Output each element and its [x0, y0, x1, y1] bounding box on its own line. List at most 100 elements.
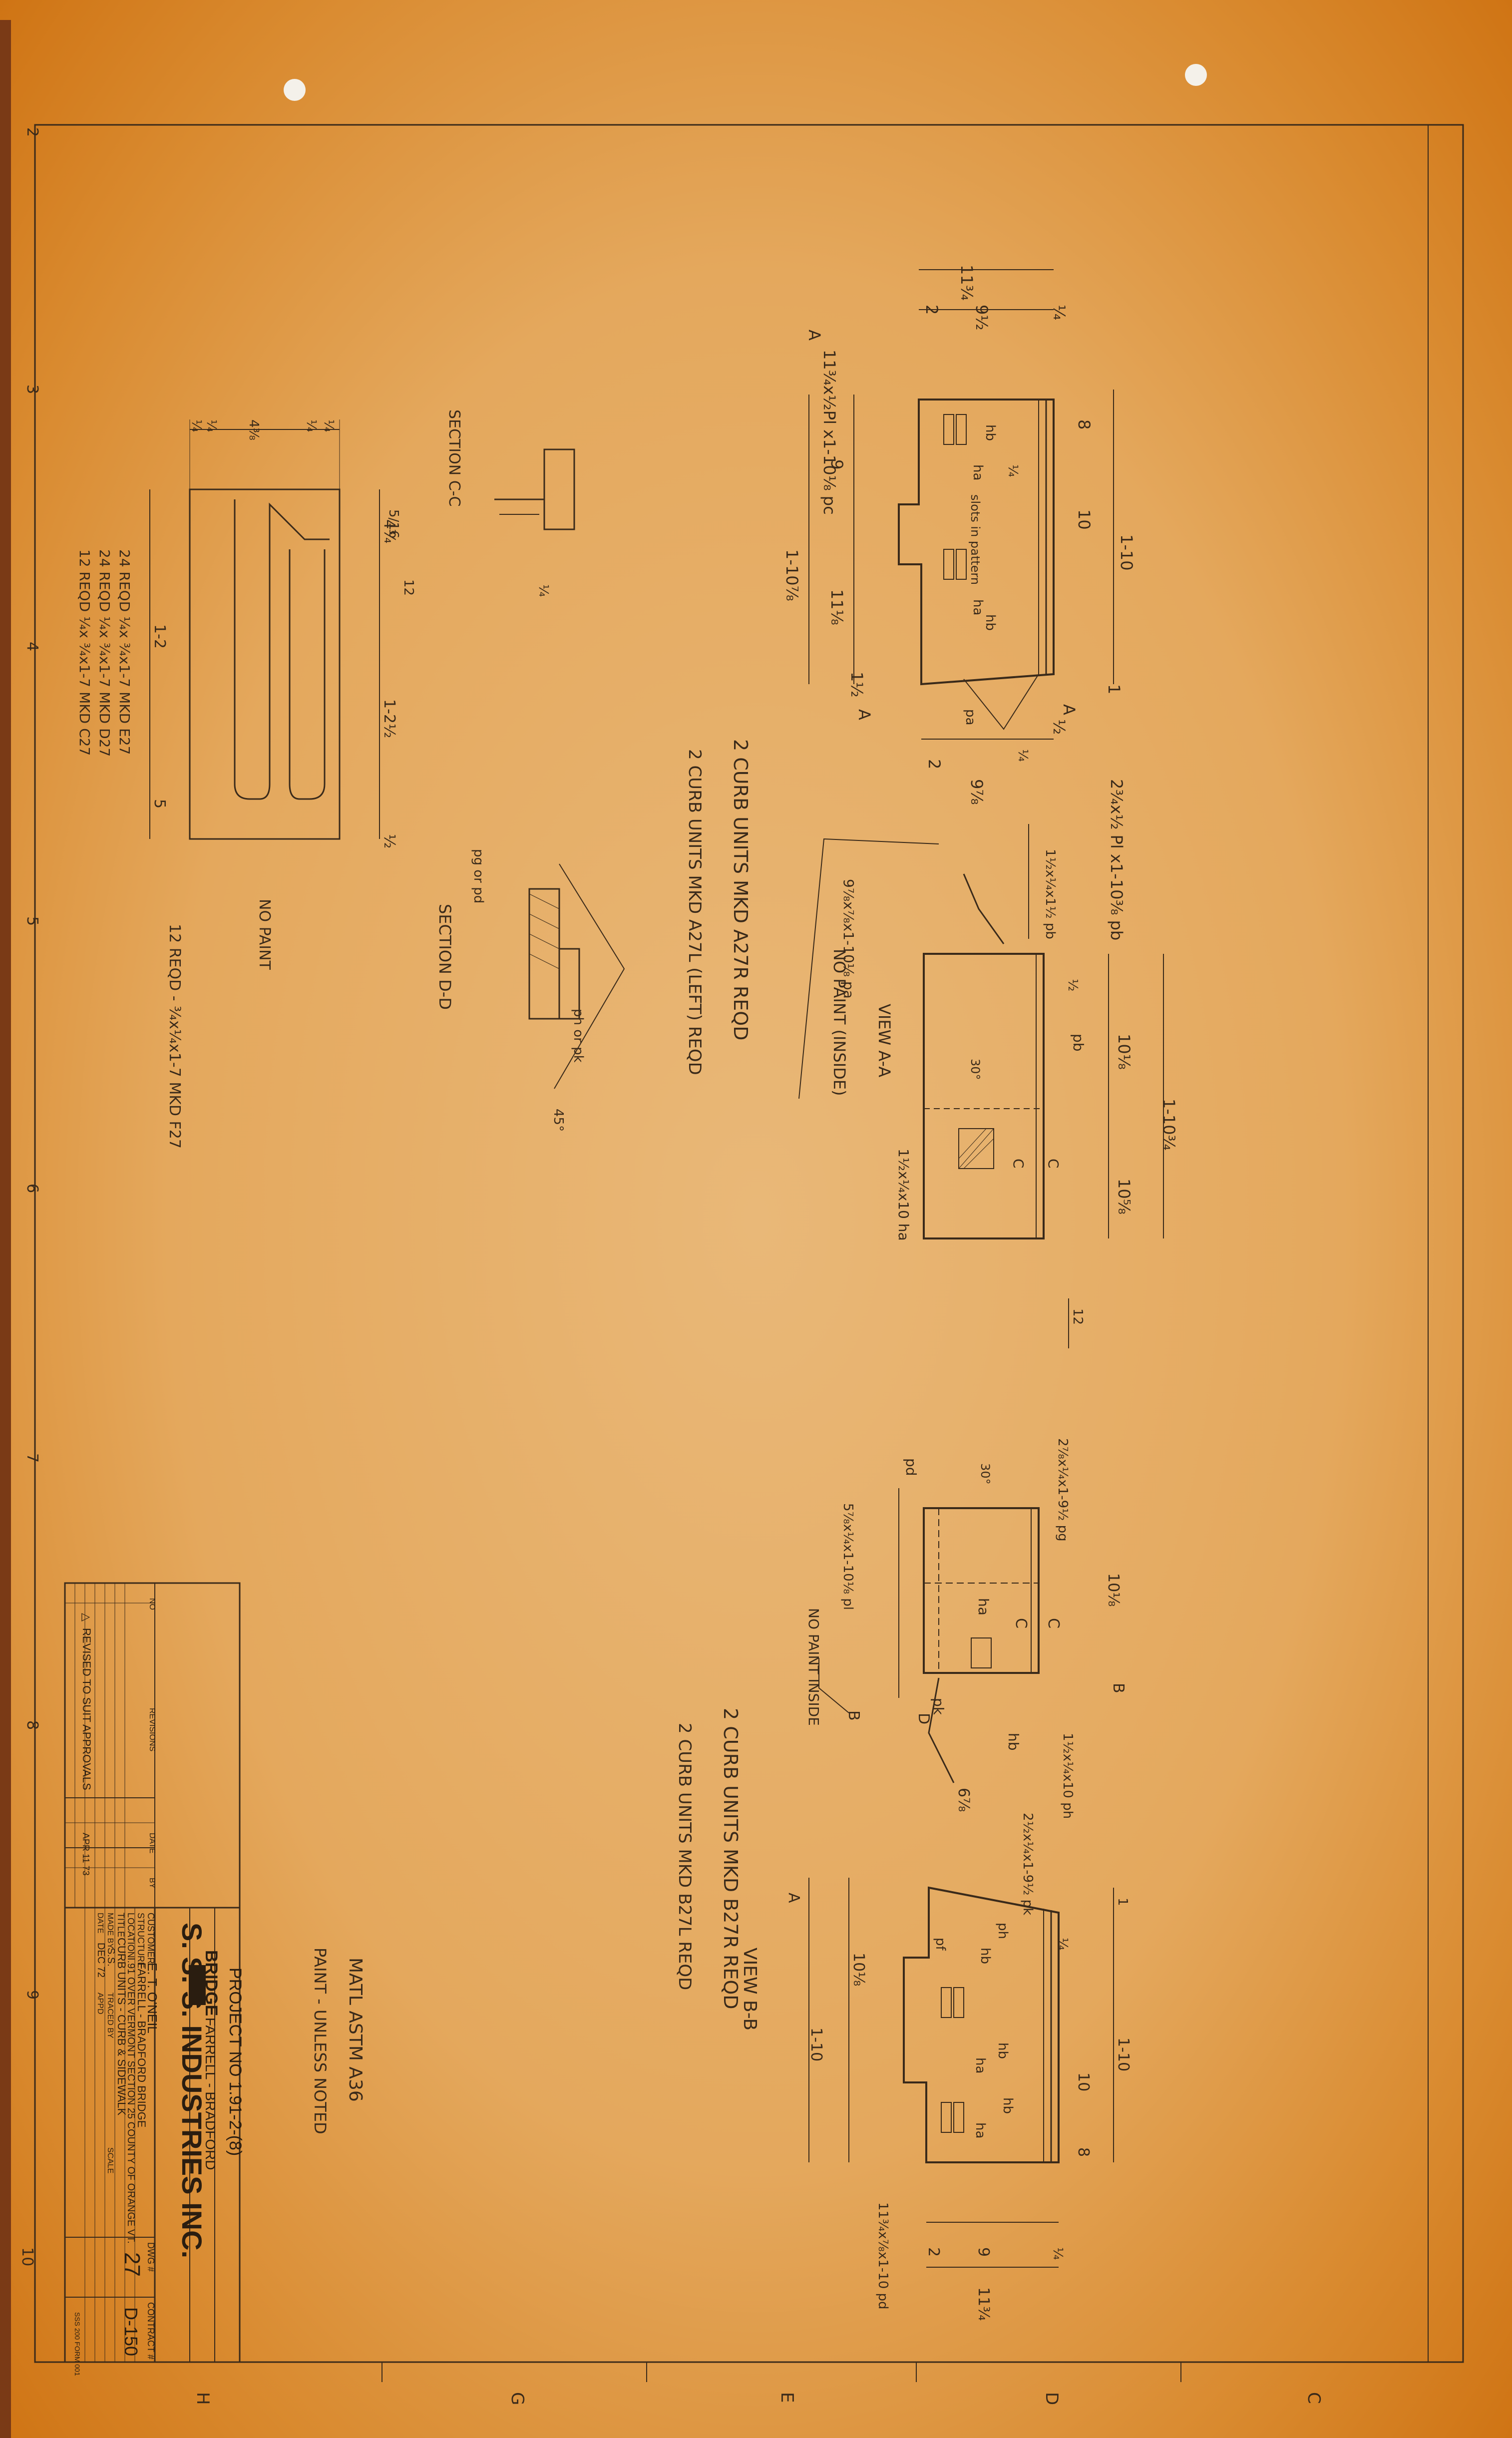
- slot-plate-labels: ¼ ¼ 4⅜ ¼ ¼ 1-2 1-2½ ½ 5 4¾ NO PAINT 12 R…: [76, 419, 398, 1149]
- zone-letter: C: [1304, 2392, 1324, 2404]
- tag-ha: ha: [975, 1598, 992, 1616]
- weld-note: ¼: [1015, 749, 1030, 762]
- angle: 45°: [551, 1109, 566, 1132]
- dim-top: ¼: [321, 419, 336, 432]
- callout-pg: pg or pd: [471, 849, 486, 903]
- traced-by-label: TRACED BY: [106, 1993, 114, 2038]
- dim-left-lower: 11⅛: [827, 589, 846, 625]
- note-slotted: slots in pattern: [968, 494, 982, 585]
- title-block-text: PROJECT NO 1.91-2-(8) BRIDGE FARRELL - B…: [73, 1598, 245, 2376]
- section-marker-b: B: [845, 1710, 862, 1721]
- left-edge-strip: [0, 20, 11, 2438]
- punch-hole: [1185, 64, 1207, 86]
- rev-header-revisions: REVISIONS: [148, 1708, 156, 1751]
- drawing-number: 27: [120, 2252, 144, 2277]
- zone-ticks: [381, 2362, 1181, 2382]
- note-no-paint: NO PAINT (INSIDE): [830, 949, 849, 1096]
- dim-height-mid: 10: [1075, 509, 1094, 530]
- tag-hb: hb: [983, 614, 998, 631]
- dim-right: 4¾: [380, 519, 398, 543]
- dim-small: 12: [1070, 1308, 1085, 1325]
- tag: pf: [933, 1938, 948, 1951]
- callout-right-plate: 2⅞x¼x1-9½ pg: [1055, 1438, 1070, 1542]
- tag-ha: ha: [970, 599, 985, 615]
- revision-date: APR 11 73: [81, 1833, 91, 1876]
- drawing-border: [34, 124, 1464, 2363]
- company-name: S. S. S. INDUSTRIES INC.: [176, 1923, 208, 2258]
- tag-c: C: [1045, 1159, 1062, 1169]
- dim-bottom: 8: [1075, 2147, 1092, 2157]
- dim-height-top: 8: [1075, 419, 1094, 429]
- dim-base: 2: [925, 2247, 942, 2257]
- zone-number: 5: [23, 916, 41, 926]
- rev-header-no: NO: [148, 1598, 156, 1610]
- rev-header-by: BY: [148, 1878, 156, 1889]
- dim-left: 5: [151, 799, 168, 809]
- hatched-plate: [958, 1128, 994, 1169]
- dim-right: ¼: [1055, 1938, 1070, 1950]
- dim-b: 12: [401, 579, 416, 596]
- made-by-label: MADE BY: [106, 1913, 114, 1949]
- section-c-c-labels: SECTION C-C ¼ 12 5/16: [386, 409, 551, 597]
- callout-ph: ph or pk: [571, 1009, 586, 1063]
- view-label: VIEW A-A: [875, 1004, 894, 1077]
- title-block: [64, 1582, 241, 2363]
- tag-c: C: [1012, 1618, 1030, 1628]
- contract-label: CONTRACT #: [146, 2302, 156, 2360]
- tag: ph: [995, 1923, 1010, 1939]
- section-marker-a: A: [805, 330, 824, 341]
- dim-bottom: ½: [380, 834, 398, 848]
- angle-note: 30°: [978, 1463, 992, 1485]
- slot-plate-drawing: [149, 419, 380, 840]
- dim-left-total: 1-10: [807, 2028, 825, 2061]
- zone-letter: D: [1042, 2392, 1062, 2405]
- dim-top-mid: 9½: [972, 305, 991, 330]
- drawing-title: CURB UNITS - CURB & SIDEWALK: [115, 1938, 128, 2115]
- tag-c: C: [1045, 1618, 1062, 1628]
- dim-top: ¼: [304, 419, 319, 432]
- callout-plate: 9⅞x⅞x1-10⅛ pa: [840, 879, 857, 999]
- bridge-name: FARRELL - BRADFORD: [203, 2018, 218, 2170]
- dim-left-upper: 10⅛: [850, 1953, 867, 1986]
- weld-note: ¼: [1005, 464, 1020, 477]
- location-label: LOCATION: [126, 1913, 136, 1958]
- footer-code: SSS 200 FORM 001: [73, 2312, 81, 2376]
- zone-numbers: 2 3 4 5 6 7 8 9 10: [18, 127, 41, 2266]
- appd-label: APPD: [96, 1993, 104, 2015]
- dim-right-mark: ½: [1050, 719, 1069, 735]
- section-marker-a: A: [855, 709, 874, 720]
- quantity-note: 12 REQD ¼x ¾x1-7 MKD C27: [76, 549, 93, 756]
- section-d-d: [528, 863, 625, 1089]
- tag: ha: [973, 2057, 988, 2073]
- tag: hb: [978, 1948, 993, 1964]
- view-title-line-2: 2 CURB UNITS MKD A27L (LEFT) REQD: [685, 749, 705, 1075]
- dim-height-total: 1-10: [1117, 534, 1136, 571]
- zone-number: 9: [23, 1990, 41, 2000]
- section-title: SECTION D-D: [435, 904, 454, 1010]
- zone-letter: G: [507, 2392, 527, 2405]
- tag: hb: [995, 2042, 1010, 2059]
- dim-total: 1-10: [1115, 2037, 1132, 2071]
- curb-outline: [898, 399, 1055, 686]
- project-number: PROJECT NO 1.91-2-(8): [226, 1968, 245, 2156]
- contract-number: D-150: [121, 2307, 141, 2356]
- callout-bottom: 1½x¼x10 ha: [895, 1149, 912, 1241]
- view-title-line-1: 2 CURB UNITS MKD B27R REQD: [720, 1708, 742, 2010]
- callout-plate-bottom: 2¾x½ Pl x1-10⅜ pb: [1107, 779, 1126, 940]
- quantity-note: 24 REQD ¼x ¾x1-7 MKD E27: [116, 549, 133, 755]
- callout-top-plate: 5⅞x¼x1-10⅛ pl: [840, 1503, 855, 1610]
- view-top-labels: 11¾ 2 9½ ¼ 1-10 8 10 1 1-10⅞ 9 11⅛ 1½ 2 …: [685, 265, 1136, 1075]
- bridge-label: BRIDGE: [202, 1950, 221, 2016]
- callout-bottom-plate: 2½x¼x1-9½ pk: [1020, 1813, 1035, 1915]
- callout-top: 1½x¼x1½ pb: [1043, 849, 1058, 939]
- callout-plate-top: 11¾x½Pl x1-10⅛ pc: [820, 350, 839, 515]
- quantity-note-f: 12 REQD - ¾x¼x1-7 MKD F27: [166, 924, 183, 1149]
- quantity-note: 24 REQD ¼x ¾x1-7 MKD D27: [96, 549, 113, 757]
- rev-header-date: DATE: [148, 1833, 156, 1853]
- dim: 10⅛: [1105, 1573, 1122, 1607]
- zone-number: 3: [23, 385, 41, 394]
- date: DEC 72: [95, 1943, 106, 1978]
- zone-number: 10: [18, 2247, 36, 2266]
